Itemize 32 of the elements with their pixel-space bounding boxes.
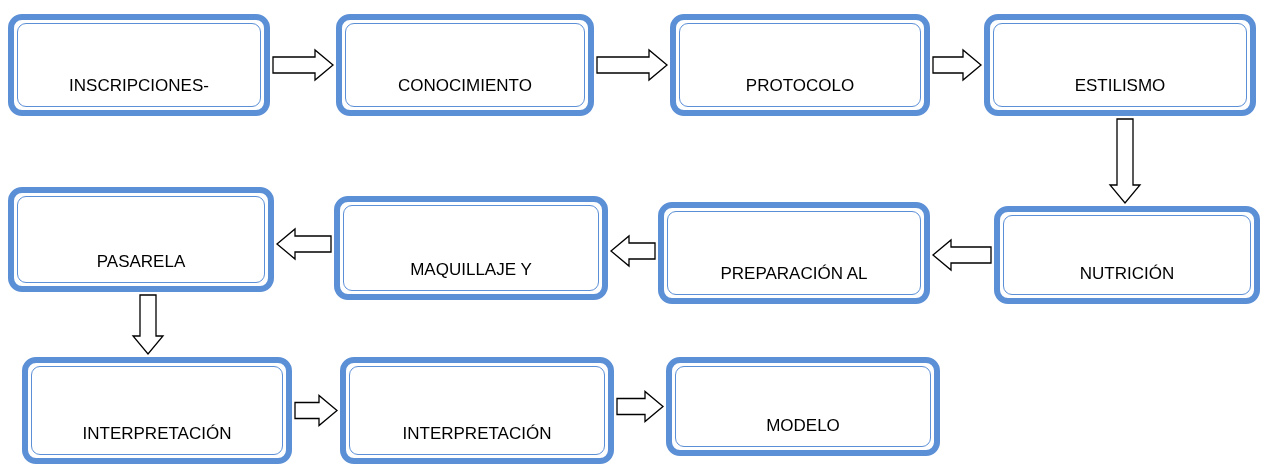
process-box [336, 14, 594, 116]
box-label: NUTRICIÓN [1079, 264, 1175, 285]
block-arrow [932, 48, 982, 82]
box-label: CONOCIMIENTO [398, 76, 532, 97]
box-label: INSCRIPCIONES- [69, 76, 209, 97]
process-box [8, 187, 274, 292]
box-label: PASARELA [96, 252, 186, 273]
box-label: MODELO [766, 416, 840, 437]
process-box [334, 196, 608, 300]
block-arrow [932, 238, 992, 272]
block-arrow [616, 390, 664, 423]
process-box [8, 14, 270, 116]
process-box [994, 206, 1260, 304]
block-arrow [1108, 118, 1142, 204]
process-box [666, 357, 940, 456]
process-box [658, 202, 930, 304]
block-arrow [610, 234, 656, 268]
block-arrow [131, 294, 165, 355]
box-label: PROTOCOLO [745, 76, 855, 97]
process-box [670, 14, 930, 116]
process-box [340, 357, 614, 464]
process-box [984, 14, 1256, 116]
process-box [22, 357, 292, 464]
block-arrow [596, 48, 668, 82]
box-label: INTERPRETACIÓN [402, 424, 552, 445]
block-arrow [294, 394, 338, 427]
box-label: INTERPRETACIÓN [82, 424, 232, 445]
box-label: MAQUILLAJE Y [410, 260, 532, 281]
block-arrow [276, 227, 332, 261]
box-label: PREPARACIÓN AL [720, 264, 868, 285]
box-label: ESTILISMO [1074, 76, 1166, 97]
block-arrow [272, 48, 334, 82]
